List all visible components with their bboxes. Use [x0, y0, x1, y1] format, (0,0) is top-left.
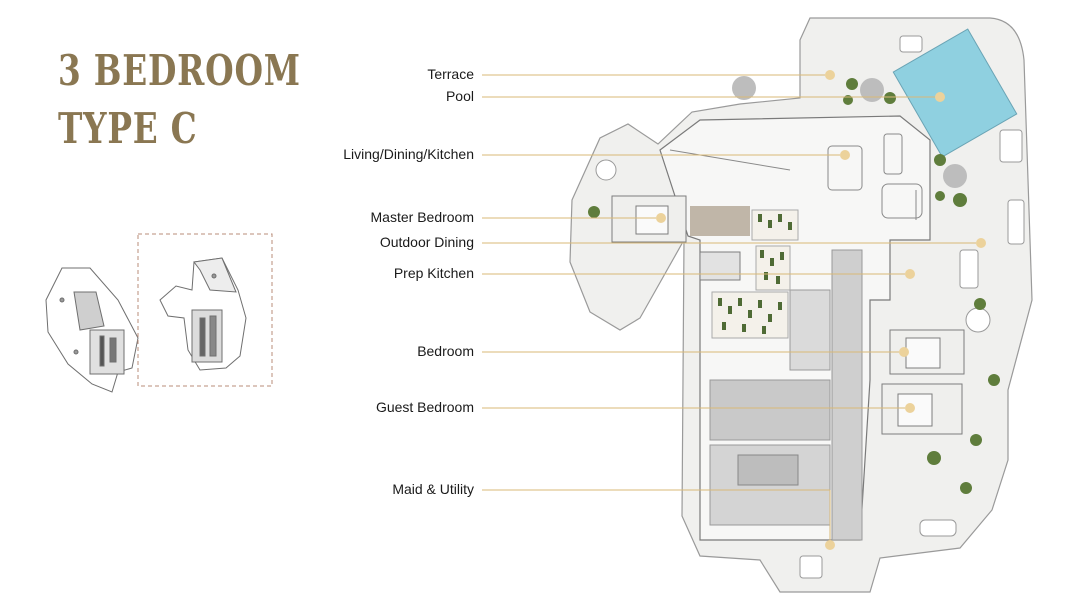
terrace-disc-3 [943, 164, 967, 188]
deck-strip [690, 206, 750, 236]
planter-pattern [711, 209, 799, 339]
callout-living-dining-kitchen: Living/Dining/Kitchen [343, 146, 474, 162]
marker-bedroom [899, 347, 909, 357]
marker-outdoor-dining [976, 238, 986, 248]
callout-pool: Pool [445, 88, 474, 104]
marker-prep-kitchen [905, 269, 915, 279]
terrace-furniture [595, 35, 1025, 579]
bedroom-rooms [611, 195, 965, 435]
callout-master-bedroom: Master Bedroom [370, 209, 474, 225]
marker-terrace [825, 70, 835, 80]
title-line-2: TYPE C [58, 104, 198, 153]
callout-maid-utility: Maid & Utility [392, 481, 474, 497]
living-furniture [669, 133, 923, 220]
marker-living [840, 150, 850, 160]
terrace-disc-2 [860, 78, 884, 102]
plants [588, 78, 1000, 494]
key-plan-floor-a [45, 267, 139, 393]
key-plan-floor-b [159, 257, 247, 371]
callout-markers [656, 70, 986, 550]
terrace-disc-1 [732, 76, 756, 100]
callout-guest-bedroom: Guest Bedroom [375, 399, 474, 415]
page-title: 3 BEDROOM TYPE C [58, 42, 301, 158]
core-lifts [709, 379, 831, 441]
title-line-1: 3 BEDROOM [58, 46, 301, 95]
callout-outdoor-dining: Outdoor Dining [379, 234, 474, 250]
core-stair [789, 289, 831, 371]
pool [892, 28, 1018, 158]
callout-bedroom: Bedroom [417, 343, 474, 359]
marker-pool [935, 92, 945, 102]
key-plan-selection-frame [137, 233, 273, 387]
marker-master-bedroom [656, 213, 666, 223]
callout-prep-kitchen: Prep Kitchen [393, 265, 474, 281]
core-corridor [831, 249, 863, 541]
marker-maid-utility [825, 540, 835, 550]
marker-guest-bedroom [905, 403, 915, 413]
leader-lines [482, 74, 976, 540]
callout-terrace: Terrace [427, 66, 474, 82]
